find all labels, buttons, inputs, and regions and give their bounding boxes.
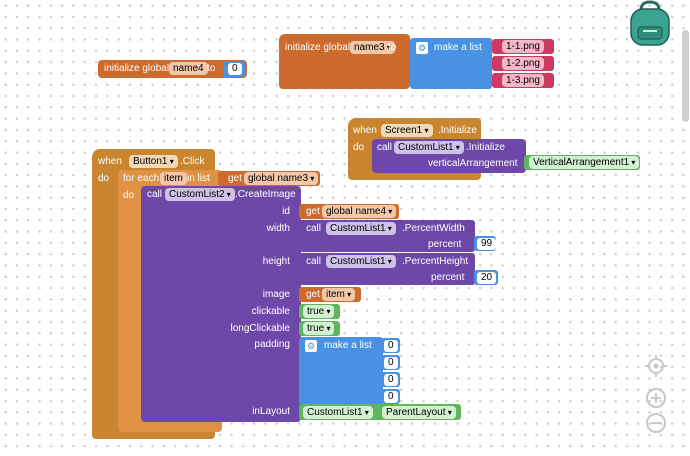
image-label: image — [262, 289, 290, 300]
backpack-icon[interactable] — [625, 0, 675, 48]
text-block-3[interactable]: 1-3.png — [492, 73, 554, 88]
component-dropdown[interactable]: CustomList1 — [303, 406, 373, 419]
component-dropdown[interactable]: CustomList1 — [326, 255, 396, 268]
component-dropdown[interactable]: Button1 — [129, 155, 178, 168]
component-block[interactable]: VerticalArrangement1 — [524, 155, 640, 170]
var-name[interactable]: name4 — [169, 62, 208, 75]
number-block[interactable]: 0 — [381, 389, 400, 404]
property-dropdown[interactable]: ParentLayout — [382, 406, 456, 419]
component-dropdown[interactable]: Screen1 — [381, 124, 433, 137]
make-list-label: make a list — [324, 340, 372, 351]
padding-make-list-block[interactable]: ⚙ make a list — [299, 337, 383, 405]
call-create-image-block[interactable]: call CustomList2 .CreateImage id width h… — [141, 186, 301, 422]
id-label: id — [282, 206, 290, 217]
percent-width-block[interactable]: call CustomList1 .PercentWidth percent — [299, 220, 475, 252]
event-label: .Initialize — [438, 125, 477, 136]
gear-icon[interactable]: ⚙ — [416, 42, 428, 54]
call-label: call — [306, 256, 322, 267]
number-value[interactable]: 0 — [384, 391, 398, 403]
text-value[interactable]: 1-3.png — [502, 74, 544, 87]
method-label: .PercentWidth — [402, 223, 465, 234]
number-value[interactable]: 0 — [384, 357, 398, 369]
call-label: call — [306, 223, 322, 234]
when-label: when — [353, 125, 377, 136]
get-id-block[interactable]: get global name4 — [299, 204, 399, 219]
text-value[interactable]: 1-2.png — [502, 57, 544, 70]
number-block[interactable]: 99 — [474, 236, 497, 251]
number-block[interactable]: 0 — [223, 61, 245, 77]
var-dropdown[interactable]: item — [322, 288, 356, 301]
for-each-label: for each — [123, 173, 160, 184]
padding-label: padding — [254, 339, 290, 350]
get-global-block[interactable]: get global name3 — [218, 171, 320, 186]
component-dropdown[interactable]: CustomList2 — [165, 188, 235, 201]
boolean-dropdown[interactable]: true — [303, 322, 335, 335]
gear-icon[interactable]: ⚙ — [305, 340, 317, 352]
clickable-boolean-block[interactable]: true — [299, 304, 340, 319]
make-list-block[interactable]: ⚙ make a list — [410, 38, 492, 89]
number-value[interactable]: 0 — [384, 340, 398, 352]
to-label: to — [207, 63, 216, 74]
percent-label: percent — [431, 272, 465, 283]
get-item-block[interactable]: get item — [299, 287, 361, 302]
number-value[interactable]: 0 — [228, 63, 242, 75]
call-initialize-block[interactable]: call CustomList1 .Initialize verticalArr… — [372, 139, 526, 173]
do-label: do — [123, 190, 135, 201]
method-label: .Initialize — [466, 142, 505, 153]
zoom-out-icon[interactable] — [646, 413, 666, 433]
vertical-scrollbar[interactable] — [682, 30, 689, 122]
in-layout-label: inLayout — [252, 406, 290, 417]
call-label: call — [377, 142, 393, 153]
var-name[interactable]: name3 — [350, 41, 395, 54]
init-global-name4-block[interactable]: initialize global name4 to 0 — [98, 60, 247, 78]
component-dropdown[interactable]: VerticalArrangement1 — [529, 156, 640, 169]
item-var[interactable]: item — [160, 172, 187, 185]
number-block[interactable]: 0 — [381, 355, 400, 370]
zoom-in-icon[interactable] — [646, 388, 666, 408]
width-label: width — [266, 223, 290, 234]
init-global-name3-block[interactable]: initialize global name3 to — [279, 34, 410, 89]
in-list-label: in list — [187, 173, 210, 184]
number-value[interactable]: 99 — [477, 238, 497, 250]
number-value[interactable]: 20 — [477, 272, 497, 284]
var-dropdown[interactable]: global name4 — [322, 205, 397, 218]
text-value[interactable]: 1-1.png — [502, 40, 544, 53]
var-dropdown[interactable]: global name3 — [244, 172, 319, 185]
init-label: initialize global — [104, 63, 170, 74]
component-dropdown[interactable]: CustomList1 — [326, 222, 396, 235]
make-list-label: make a list — [434, 42, 482, 53]
number-block[interactable]: 0 — [381, 338, 400, 353]
param-label: verticalArrangement — [428, 158, 518, 169]
when-label: when — [98, 156, 122, 167]
get-label: get — [306, 289, 320, 300]
height-label: height — [262, 256, 290, 267]
text-block-1[interactable]: 1-1.png — [492, 39, 554, 54]
component-dropdown[interactable]: CustomList1 — [394, 141, 464, 154]
do-label: do — [353, 142, 365, 153]
to-label: to — [388, 42, 397, 53]
number-block[interactable]: 20 — [474, 270, 498, 285]
number-block[interactable]: 0 — [381, 372, 400, 387]
percent-label: percent — [428, 239, 462, 250]
text-block-2[interactable]: 1-2.png — [492, 56, 554, 71]
long-clickable-boolean-block[interactable]: true — [299, 321, 340, 336]
do-label: do — [98, 173, 110, 184]
get-label: get — [306, 206, 320, 217]
number-value[interactable]: 0 — [384, 374, 398, 386]
clickable-label: clickable — [251, 306, 290, 317]
layout-property-block[interactable]: CustomList1 ParentLayout — [299, 404, 461, 420]
percent-height-block[interactable]: call CustomList1 .PercentHeight percent — [299, 253, 475, 285]
init-label: initialize global — [285, 42, 351, 53]
boolean-dropdown[interactable]: true — [303, 305, 335, 318]
event-label: .Click — [180, 156, 205, 167]
long-clickable-label: longClickable — [230, 323, 290, 334]
method-label: .PercentHeight — [402, 256, 469, 267]
target-icon[interactable] — [645, 355, 667, 377]
get-label: get — [228, 173, 242, 184]
method-label: .CreateImage — [235, 189, 296, 200]
call-label: call — [147, 189, 163, 200]
